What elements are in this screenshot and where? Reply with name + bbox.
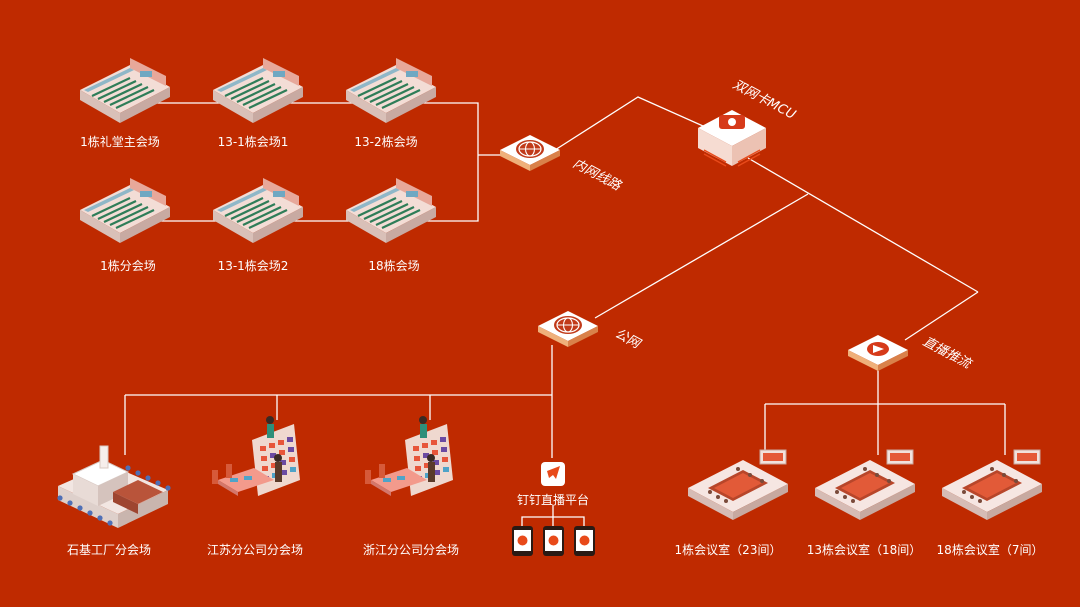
venue-hall-4-label: 1栋分会场	[100, 258, 156, 273]
meeting-room-1-label: 1栋会议室（23间）	[675, 542, 782, 557]
phone-app-icon	[548, 535, 559, 546]
intranet-node: 内网线路	[499, 134, 624, 194]
live-push-badge-right	[878, 350, 908, 371]
branch-zhejiang-label: 浙江分公司分会场	[363, 543, 459, 557]
venue-hall-5-label: 13-1栋会场2	[218, 258, 289, 273]
venue-hall-4: 1栋分会场	[78, 176, 172, 273]
factory-illustration	[56, 445, 172, 529]
venue-hall-2-illustration	[211, 56, 305, 125]
venue-hall-2-label: 13-1栋会场1	[218, 134, 289, 149]
venue-hall-1: 1栋礼堂主会场	[78, 56, 172, 149]
dingtalk-label: 钉钉直播平台	[517, 492, 589, 507]
link-intranet-mcu	[554, 96, 713, 151]
link-mcu-right	[747, 157, 979, 293]
link-venues-bus	[418, 102, 479, 222]
phone-app-icon	[517, 535, 528, 546]
venue-hall-6-illustration	[344, 176, 438, 245]
meeting-room-1: 1栋会议室（23间）	[675, 449, 789, 557]
meeting-room-1-illustration	[687, 449, 789, 521]
branch-factory: 石基工厂分会场	[56, 445, 172, 557]
intranet-label: 内网线路	[570, 156, 624, 194]
play-icon	[873, 345, 884, 353]
live-push-badge-left	[848, 350, 878, 371]
venue-hall-6-label: 18栋会场	[368, 258, 419, 273]
phone-right	[574, 526, 595, 556]
meeting-room-2-illustration	[814, 449, 916, 521]
branch-zhejiang: 浙江分公司分会场	[363, 416, 459, 557]
branch-jiangsu-label: 江苏分公司分会场	[207, 543, 303, 557]
venue-hall-5-illustration	[211, 176, 305, 245]
venue-hall-2: 13-1栋会场1	[211, 56, 305, 149]
meeting-room-2-label: 13栋会议室（18间）	[807, 542, 922, 557]
dingtalk-node: 钉钉直播平台	[512, 462, 595, 556]
venue-hall-3-label: 13-2栋会场	[354, 134, 417, 149]
venue-hall-3: 13-2栋会场	[344, 56, 438, 149]
phone-left	[512, 526, 533, 556]
zhejiang-illustration	[365, 416, 453, 496]
globe-icon	[499, 134, 561, 172]
dingtalk-icon	[547, 466, 560, 479]
phone-app-icon	[579, 535, 590, 546]
mcu-box-right	[732, 128, 766, 166]
mcu-vents	[703, 149, 761, 167]
globe-icon-public	[537, 310, 599, 348]
meeting-room-2: 13栋会议室（18间）	[807, 449, 922, 557]
mcu-indicator-icon	[728, 118, 736, 126]
venue-hall-1-illustration	[78, 56, 172, 125]
jiangsu-illustration	[212, 416, 300, 496]
phone-center	[543, 526, 564, 556]
mcu-box-left	[698, 128, 732, 166]
link-right-livepush	[904, 291, 979, 341]
meeting-room-3-illustration	[941, 449, 1043, 521]
branch-jiangsu: 江苏分公司分会场	[207, 416, 303, 557]
link-mcu-public	[594, 193, 809, 319]
venue-hall-3-illustration	[344, 56, 438, 125]
public-net-node: 公网	[537, 310, 644, 353]
connection-lines	[124, 96, 1006, 530]
branch-factory-label: 石基工厂分会场	[67, 543, 151, 557]
mcu-node: 双网卡MCU	[698, 77, 798, 167]
meeting-room-3: 18栋会议室（7间）	[937, 449, 1044, 557]
venue-hall-6: 18栋会场	[344, 176, 438, 273]
venue-hall-4-illustration	[78, 176, 172, 245]
meeting-room-3-label: 18栋会议室（7间）	[937, 542, 1044, 557]
public-net-label: 公网	[612, 326, 644, 352]
live-push-label: 直播推流	[920, 334, 975, 373]
venue-hall-5: 13-1栋会场2	[211, 176, 305, 273]
venue-hall-1-label: 1栋礼堂主会场	[80, 134, 160, 149]
live-push-node: 直播推流	[848, 334, 975, 373]
